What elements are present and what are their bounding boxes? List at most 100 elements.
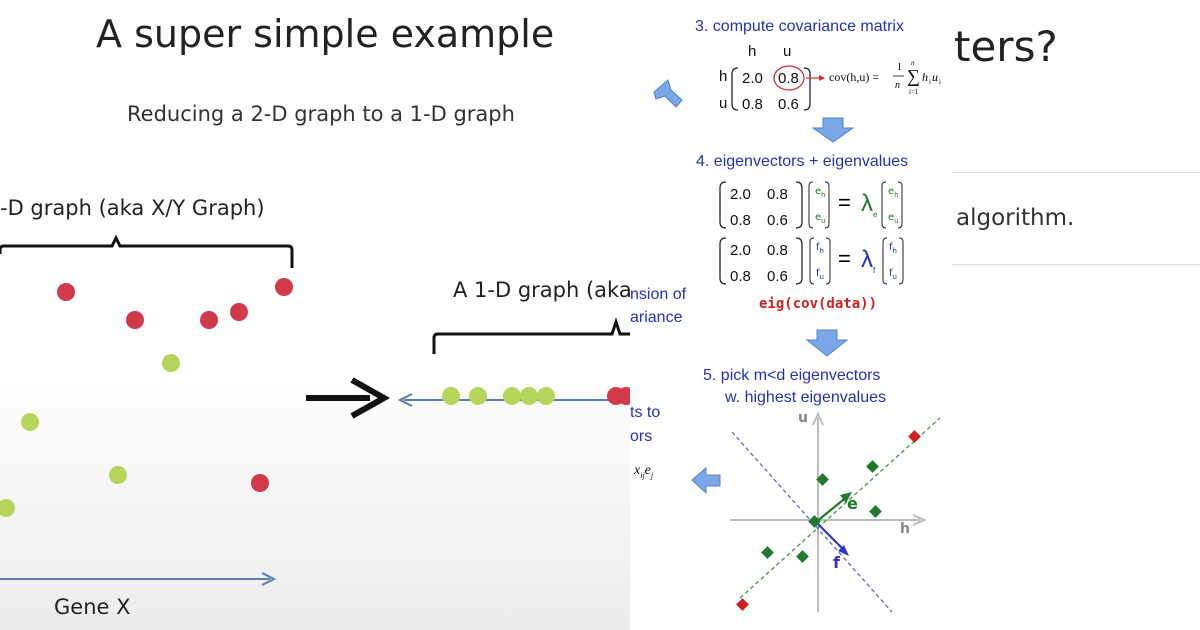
scatter-point-red <box>275 278 293 296</box>
cov-cell-highlighted: 0.8 <box>778 70 799 87</box>
step-5-heading-line2: w. highest eigenvalues <box>725 389 886 406</box>
eig-cell: 0.8 <box>730 212 751 229</box>
cov-term-u: u <box>932 70 938 84</box>
equals-sign: = <box>838 246 851 271</box>
pca-graphic <box>653 65 941 613</box>
graph-2d-label: -D graph (aka X/Y Graph) <box>0 196 265 220</box>
left-arrow-icon <box>691 466 721 495</box>
cov-sum-bot: i=1 <box>909 88 919 96</box>
divider <box>952 172 1200 173</box>
slide-subtitle: Reducing a 2-D graph to a 1-D graph <box>127 102 515 126</box>
eig-cell: 2.0 <box>730 186 751 203</box>
cov-row-u: u <box>719 95 728 112</box>
plot-f-label: f <box>833 553 840 572</box>
scatter-point-red <box>126 311 144 329</box>
cov-row-h: h <box>719 68 728 85</box>
overlay-fragment: ariance <box>630 309 683 326</box>
overlay-fragment: ts to <box>630 404 661 421</box>
cov-frac-den: n <box>895 80 900 91</box>
vec-f-u-rhs: fu <box>889 268 897 281</box>
eig-cell: 0.8 <box>730 268 751 285</box>
equals-sign: = <box>838 190 851 215</box>
scatter-point-green <box>0 499 15 517</box>
cov-frac-num: 1 <box>897 62 902 73</box>
projected-point-green <box>503 387 521 405</box>
cov-term-h: h <box>922 70 928 84</box>
body-text-fragment: algorithm. <box>956 205 1075 231</box>
bracket-2d <box>0 234 294 268</box>
projected-point-green <box>520 387 538 405</box>
principal-axis-e <box>739 417 941 599</box>
step-4-heading: 4. eigenvectors + eigenvalues <box>696 153 909 170</box>
projected-point-green <box>442 387 460 405</box>
sum-icon: ∑ <box>907 66 920 86</box>
plot-e-label: e <box>847 494 858 513</box>
cov-term-u-sub: i <box>939 78 941 86</box>
lambda-f: λf <box>861 246 876 275</box>
eigenvector-e <box>815 495 849 523</box>
slide-title-fragment: ters? <box>954 22 1058 71</box>
scatter-point-green <box>21 413 39 431</box>
scatter-point-red <box>200 311 218 329</box>
data-marker-green <box>761 546 774 559</box>
scatter-point-red <box>230 303 248 321</box>
scatter-point-red <box>57 283 75 301</box>
highlight-circle <box>773 65 805 91</box>
cov-cell: 0.8 <box>742 96 763 113</box>
data-marker-red <box>736 598 749 611</box>
diagonal-arrow-icon <box>653 79 683 108</box>
right-slide-panel: ters? algorithm. <box>952 0 1200 630</box>
pca-steps-panel: 3. compute covariance matrix h u h u 2.0… <box>630 0 952 630</box>
projected-point-green <box>537 387 555 405</box>
down-arrow-icon <box>811 117 855 143</box>
bracket-1d <box>432 317 630 354</box>
step-5-heading-line1: 5. pick m<d eigenvectors <box>703 367 881 384</box>
transform-arrow-head <box>350 377 391 419</box>
vec-e-h-rhs: eh <box>888 186 899 199</box>
scatter-point-green <box>109 466 127 484</box>
overlay-fragment: nsion of <box>630 286 687 303</box>
projected-point-red <box>617 387 630 405</box>
slide-title: A super simple example <box>96 12 555 56</box>
cov-sum-top: n <box>911 59 915 67</box>
vec-f-u: fu <box>816 268 824 281</box>
plot-h-label: h <box>900 521 910 537</box>
vec-f-h: fh <box>816 242 824 255</box>
data-marker-green <box>866 460 879 473</box>
eig-cell: 2.0 <box>730 242 751 259</box>
eig-cell: 0.6 <box>767 268 788 285</box>
gene-x-arrowhead <box>261 572 277 586</box>
scatter-point-red <box>251 474 269 492</box>
plot-u-label: u <box>798 410 808 426</box>
eig-cell: 0.6 <box>767 212 788 229</box>
down-arrow-icon <box>805 329 849 357</box>
overlay-formula-fragment: xijej <box>634 463 654 480</box>
vec-f-h-rhs: fh <box>889 242 897 255</box>
data-marker-red <box>908 430 921 443</box>
left-graphic <box>0 234 630 586</box>
graph-1d-label: A 1-D graph (aka <box>453 278 630 302</box>
projected-point-green <box>469 387 487 405</box>
cov-col-u: u <box>783 43 792 60</box>
step-3-heading: 3. compute covariance matrix <box>695 18 904 35</box>
data-marker-green <box>796 550 809 563</box>
eig-cell: 0.8 <box>767 242 788 259</box>
cov-col-h: h <box>748 43 757 60</box>
cov-cell: 0.6 <box>778 96 799 113</box>
cov-cell: 2.0 <box>742 70 763 87</box>
cov-formula: cov(h,u) = <box>829 70 880 84</box>
eig-code: eig(cov(data)) <box>759 296 878 312</box>
vec-e-h: eh <box>815 186 826 199</box>
cov-term-h-sub: i <box>929 78 931 86</box>
eig-cell: 0.8 <box>767 186 788 203</box>
scatter-point-green <box>162 354 180 372</box>
overlay-fragment: ors <box>630 428 653 445</box>
vec-e-u-rhs: eu <box>888 212 899 225</box>
lambda-e: λe <box>861 190 878 219</box>
left-slide-panel: A super simple example Reducing a 2-D gr… <box>0 0 630 630</box>
data-marker-green <box>869 505 882 518</box>
vec-e-u: eu <box>815 212 826 225</box>
divider <box>952 264 1200 265</box>
eigenvector-f <box>815 521 845 551</box>
axis-1d-arrowhead <box>397 393 413 407</box>
